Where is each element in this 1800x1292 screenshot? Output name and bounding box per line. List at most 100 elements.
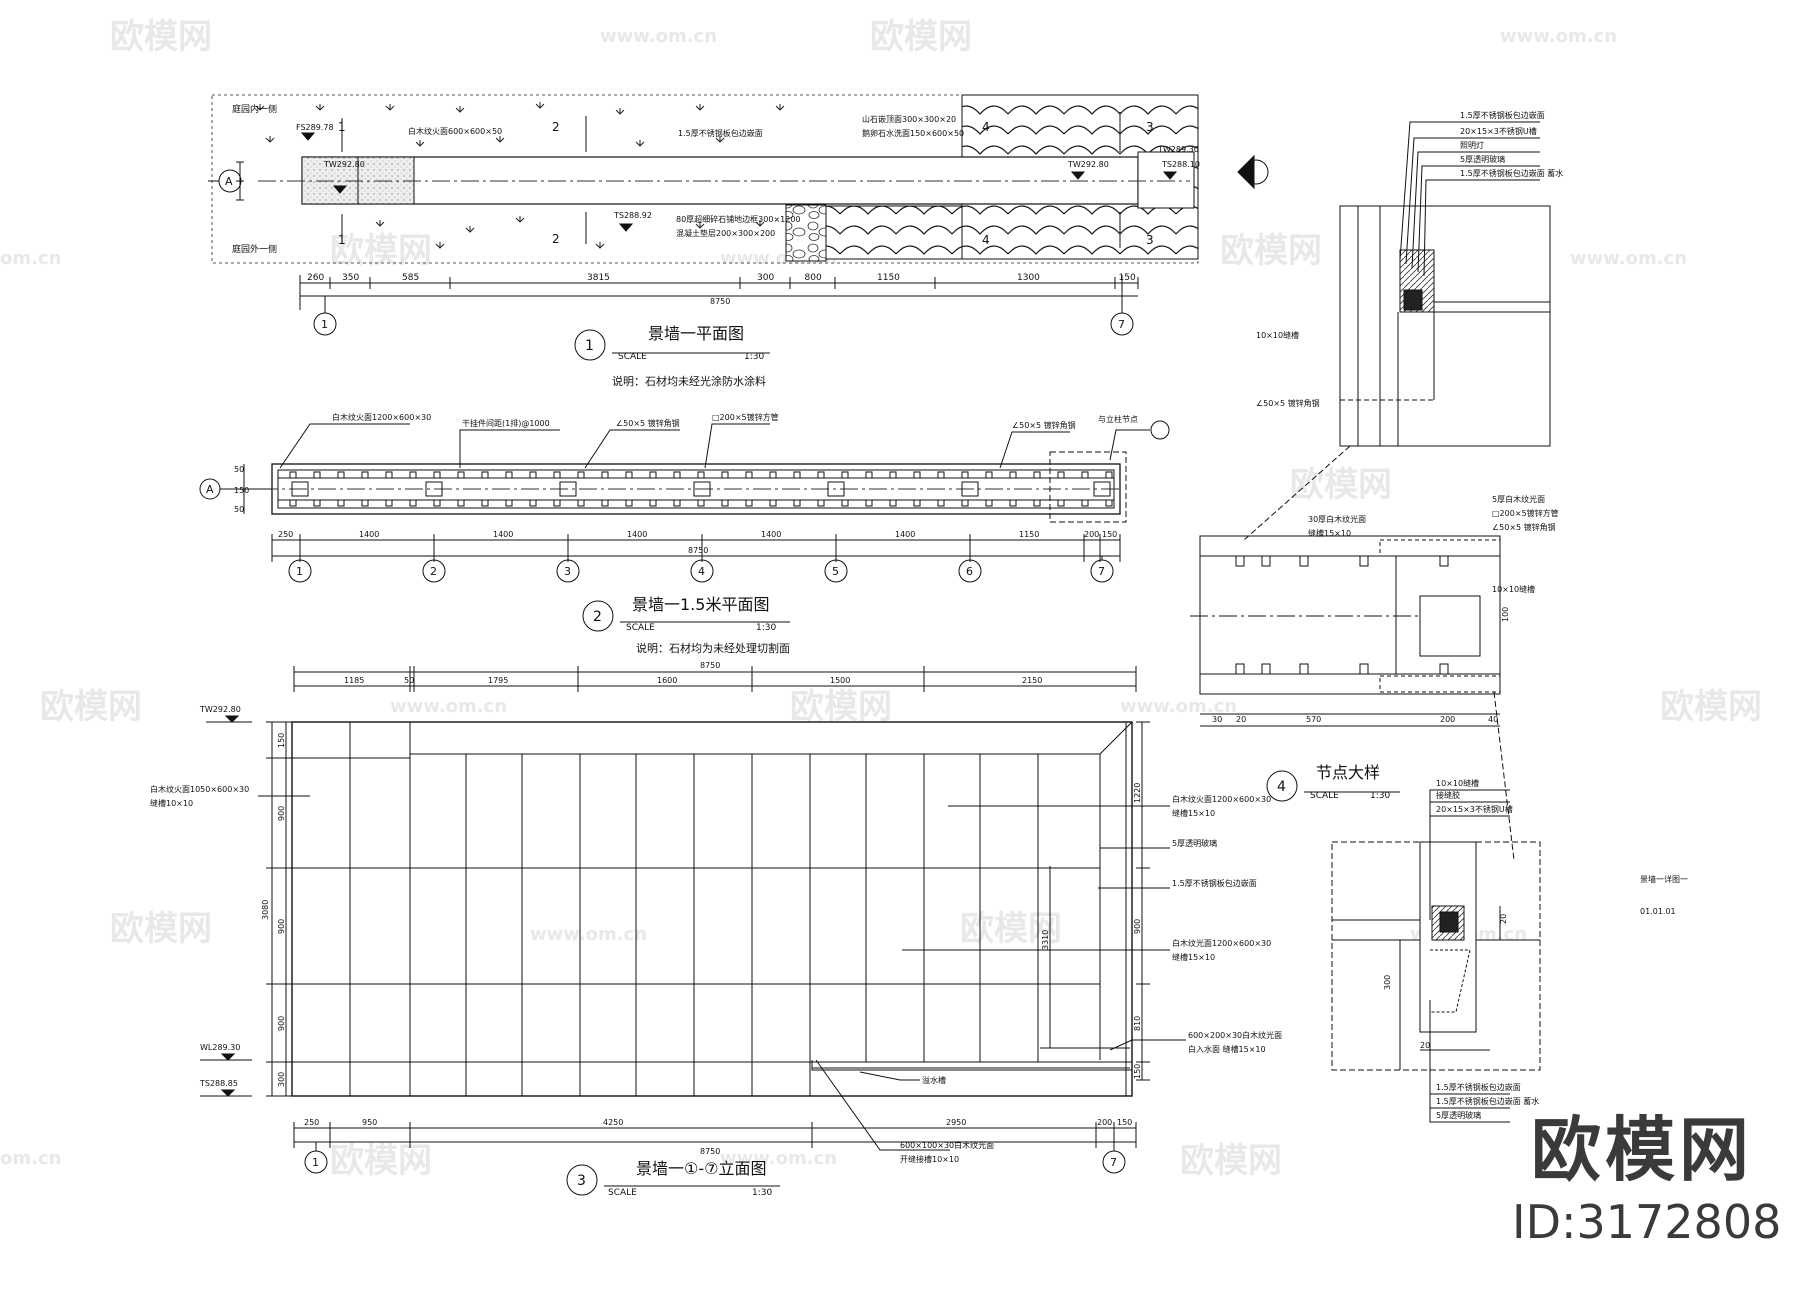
plan2-dim: 1400 [627, 530, 647, 539]
watermark-logo: 欧模网 [870, 17, 972, 57]
detail-lower-callout: 5厚透明玻璃 [1436, 1110, 1481, 1120]
post-bracket [673, 499, 681, 507]
plan1-section-mark-4: 2 [552, 232, 560, 246]
detail-dim-40: 40 [1488, 715, 1498, 724]
post-bracket [841, 499, 849, 507]
plan1-callout-4: 混凝土垫层200×300×200 [676, 228, 775, 238]
elev-level-top: TW292.80 [199, 705, 241, 714]
detail-top-callout: 照明灯 [1460, 140, 1484, 150]
elev-grid-7: 7 [1110, 1156, 1117, 1169]
column-post [425, 481, 443, 497]
plan2-grid-bubble [288, 559, 312, 583]
drawing1-scale: 1:30 [744, 352, 764, 362]
drawing1-scale-word: SCALE [618, 352, 647, 362]
elev-top-dim: 1795 [488, 676, 508, 685]
post-bracket [313, 499, 321, 507]
detail-top-callout: 20×15×3不锈钢U槽 [1460, 126, 1537, 136]
plan1-level-4: TW292.80 [1067, 160, 1109, 169]
detail-lower-leader [1429, 815, 1510, 920]
post-bracket [1033, 499, 1041, 507]
plan1-callout-3: 80厚超细碎石铺地边框300×1200 [676, 214, 801, 224]
detail-lower-dim-1: 20 [1420, 1041, 1430, 1050]
post-bracket [553, 499, 561, 507]
plant-mark [435, 242, 445, 249]
plan2-callout-1: 白木纹火面1200×600×30 [332, 412, 431, 422]
drawing3-scale: 1:30 [752, 1188, 772, 1198]
detail-lower-dim-3: 300 [1383, 975, 1392, 990]
post-bracket [577, 499, 585, 507]
brand-id: ID:3172808 [1512, 1195, 1782, 1249]
plan1-axis-label: A [225, 175, 233, 188]
post-bracket [385, 499, 393, 507]
elev-right-callout-3: 1.5厚不锈钢板包边嵌面 [1172, 878, 1257, 888]
post-bracket [289, 499, 297, 507]
plan2-grid-label: 5 [832, 565, 839, 578]
plan1-labels: 庭园内一侧 庭园外一侧 A FS289.78 TW292.80 TS288.92… [225, 103, 1200, 388]
elev-left-dim: 900 [277, 806, 286, 821]
elev-left-dim: 900 [277, 919, 286, 934]
plan2-dim: 1150 [1019, 530, 1039, 539]
watermark-logo: 欧模网 [330, 1141, 432, 1181]
plan1-total-dim: 8750 [710, 297, 730, 306]
post-bracket [625, 471, 633, 479]
post-bracket [673, 471, 681, 479]
post-bracket [433, 499, 441, 507]
post-bracket [1033, 471, 1041, 479]
elev-right-callout-4b: 缝槽15×10 [1172, 952, 1215, 962]
detail-lower-callout: 1.5厚不锈钢板包边嵌面 蓄水 [1436, 1096, 1539, 1106]
plan1-callout-6: 鹅卵石水洗面150×600×50 [862, 128, 964, 138]
detail-side-note-1: 景墙一详图一 [1640, 874, 1688, 884]
detail-top-leader [1423, 179, 1540, 277]
watermark-site: www.om.cn [600, 26, 717, 47]
detail-left-callout-2: ∠50×5 镀锌角钢 [1256, 398, 1320, 408]
plant-mark [535, 102, 545, 109]
plan1-level-6: TS288.10 [1161, 160, 1200, 169]
elev-right-total: 3310 [1041, 930, 1050, 950]
elev-bottom-total: 8750 [700, 1147, 720, 1156]
detail-right-callout: 5厚白木纹光面 [1492, 494, 1545, 504]
plan2-callout-3: ∠50×5 镀锌角钢 [616, 418, 680, 428]
post-bracket [577, 471, 585, 479]
post-bracket [457, 471, 465, 479]
post-bracket [289, 471, 297, 479]
plan2-grid-label: 6 [966, 565, 973, 578]
post-bracket [1009, 471, 1017, 479]
plan2-grid-label: 4 [698, 565, 705, 578]
elev-right-callout-2: 5厚透明玻璃 [1172, 838, 1217, 848]
drawing4-scale: 1:30 [1370, 791, 1390, 801]
plant-mark [595, 242, 605, 249]
post-bracket [1057, 499, 1065, 507]
plan2-callout-4: □200×5镀锌方管 [712, 412, 779, 422]
post-bracket [793, 471, 801, 479]
plan1-callout-1: 白木纹火面600×600×50 [408, 126, 502, 136]
post-bracket [793, 499, 801, 507]
detail-lower-callout: 接缝胶 [1436, 790, 1460, 800]
watermark-logo: 欧模网 [960, 909, 1062, 949]
plan1-side-out: 庭园外一侧 [232, 243, 277, 255]
plan1-dim: 260 [307, 273, 324, 283]
plant-mark [265, 136, 275, 143]
elev-level-base: TS288.85 [199, 1079, 238, 1088]
elev-right-callout-1b: 缝槽15×10 [1172, 808, 1215, 818]
plan-drawing-1 [208, 94, 1269, 361]
detail-right-callout: 10×10缝槽 [1492, 584, 1535, 594]
plan2-dim: 150 [1102, 530, 1117, 539]
drawing1-title: 景墙一平面图 [648, 324, 744, 343]
plant-mark [465, 226, 475, 233]
post-bracket [1105, 471, 1113, 479]
post-bracket [769, 471, 777, 479]
detail-bolt [1299, 555, 1309, 567]
detail-bolt [1261, 663, 1271, 675]
elev-bottom-dim: 2950 [946, 1118, 966, 1127]
drawing3-scale-word: SCALE [608, 1188, 637, 1198]
post-bracket [697, 471, 705, 479]
detail-left-callout-1: 10×10缝槽 [1256, 330, 1299, 340]
elev-top-dim: 2150 [1022, 676, 1042, 685]
detail-bolt [1299, 663, 1309, 675]
detail-lower-leader [1429, 1020, 1510, 1109]
post-bracket [889, 499, 897, 507]
watermark-site: www.om.cn [720, 1148, 837, 1169]
post-bracket [529, 499, 537, 507]
plan2-axis-label: A [206, 483, 214, 496]
plan1-level-3: TS288.92 [613, 211, 652, 220]
